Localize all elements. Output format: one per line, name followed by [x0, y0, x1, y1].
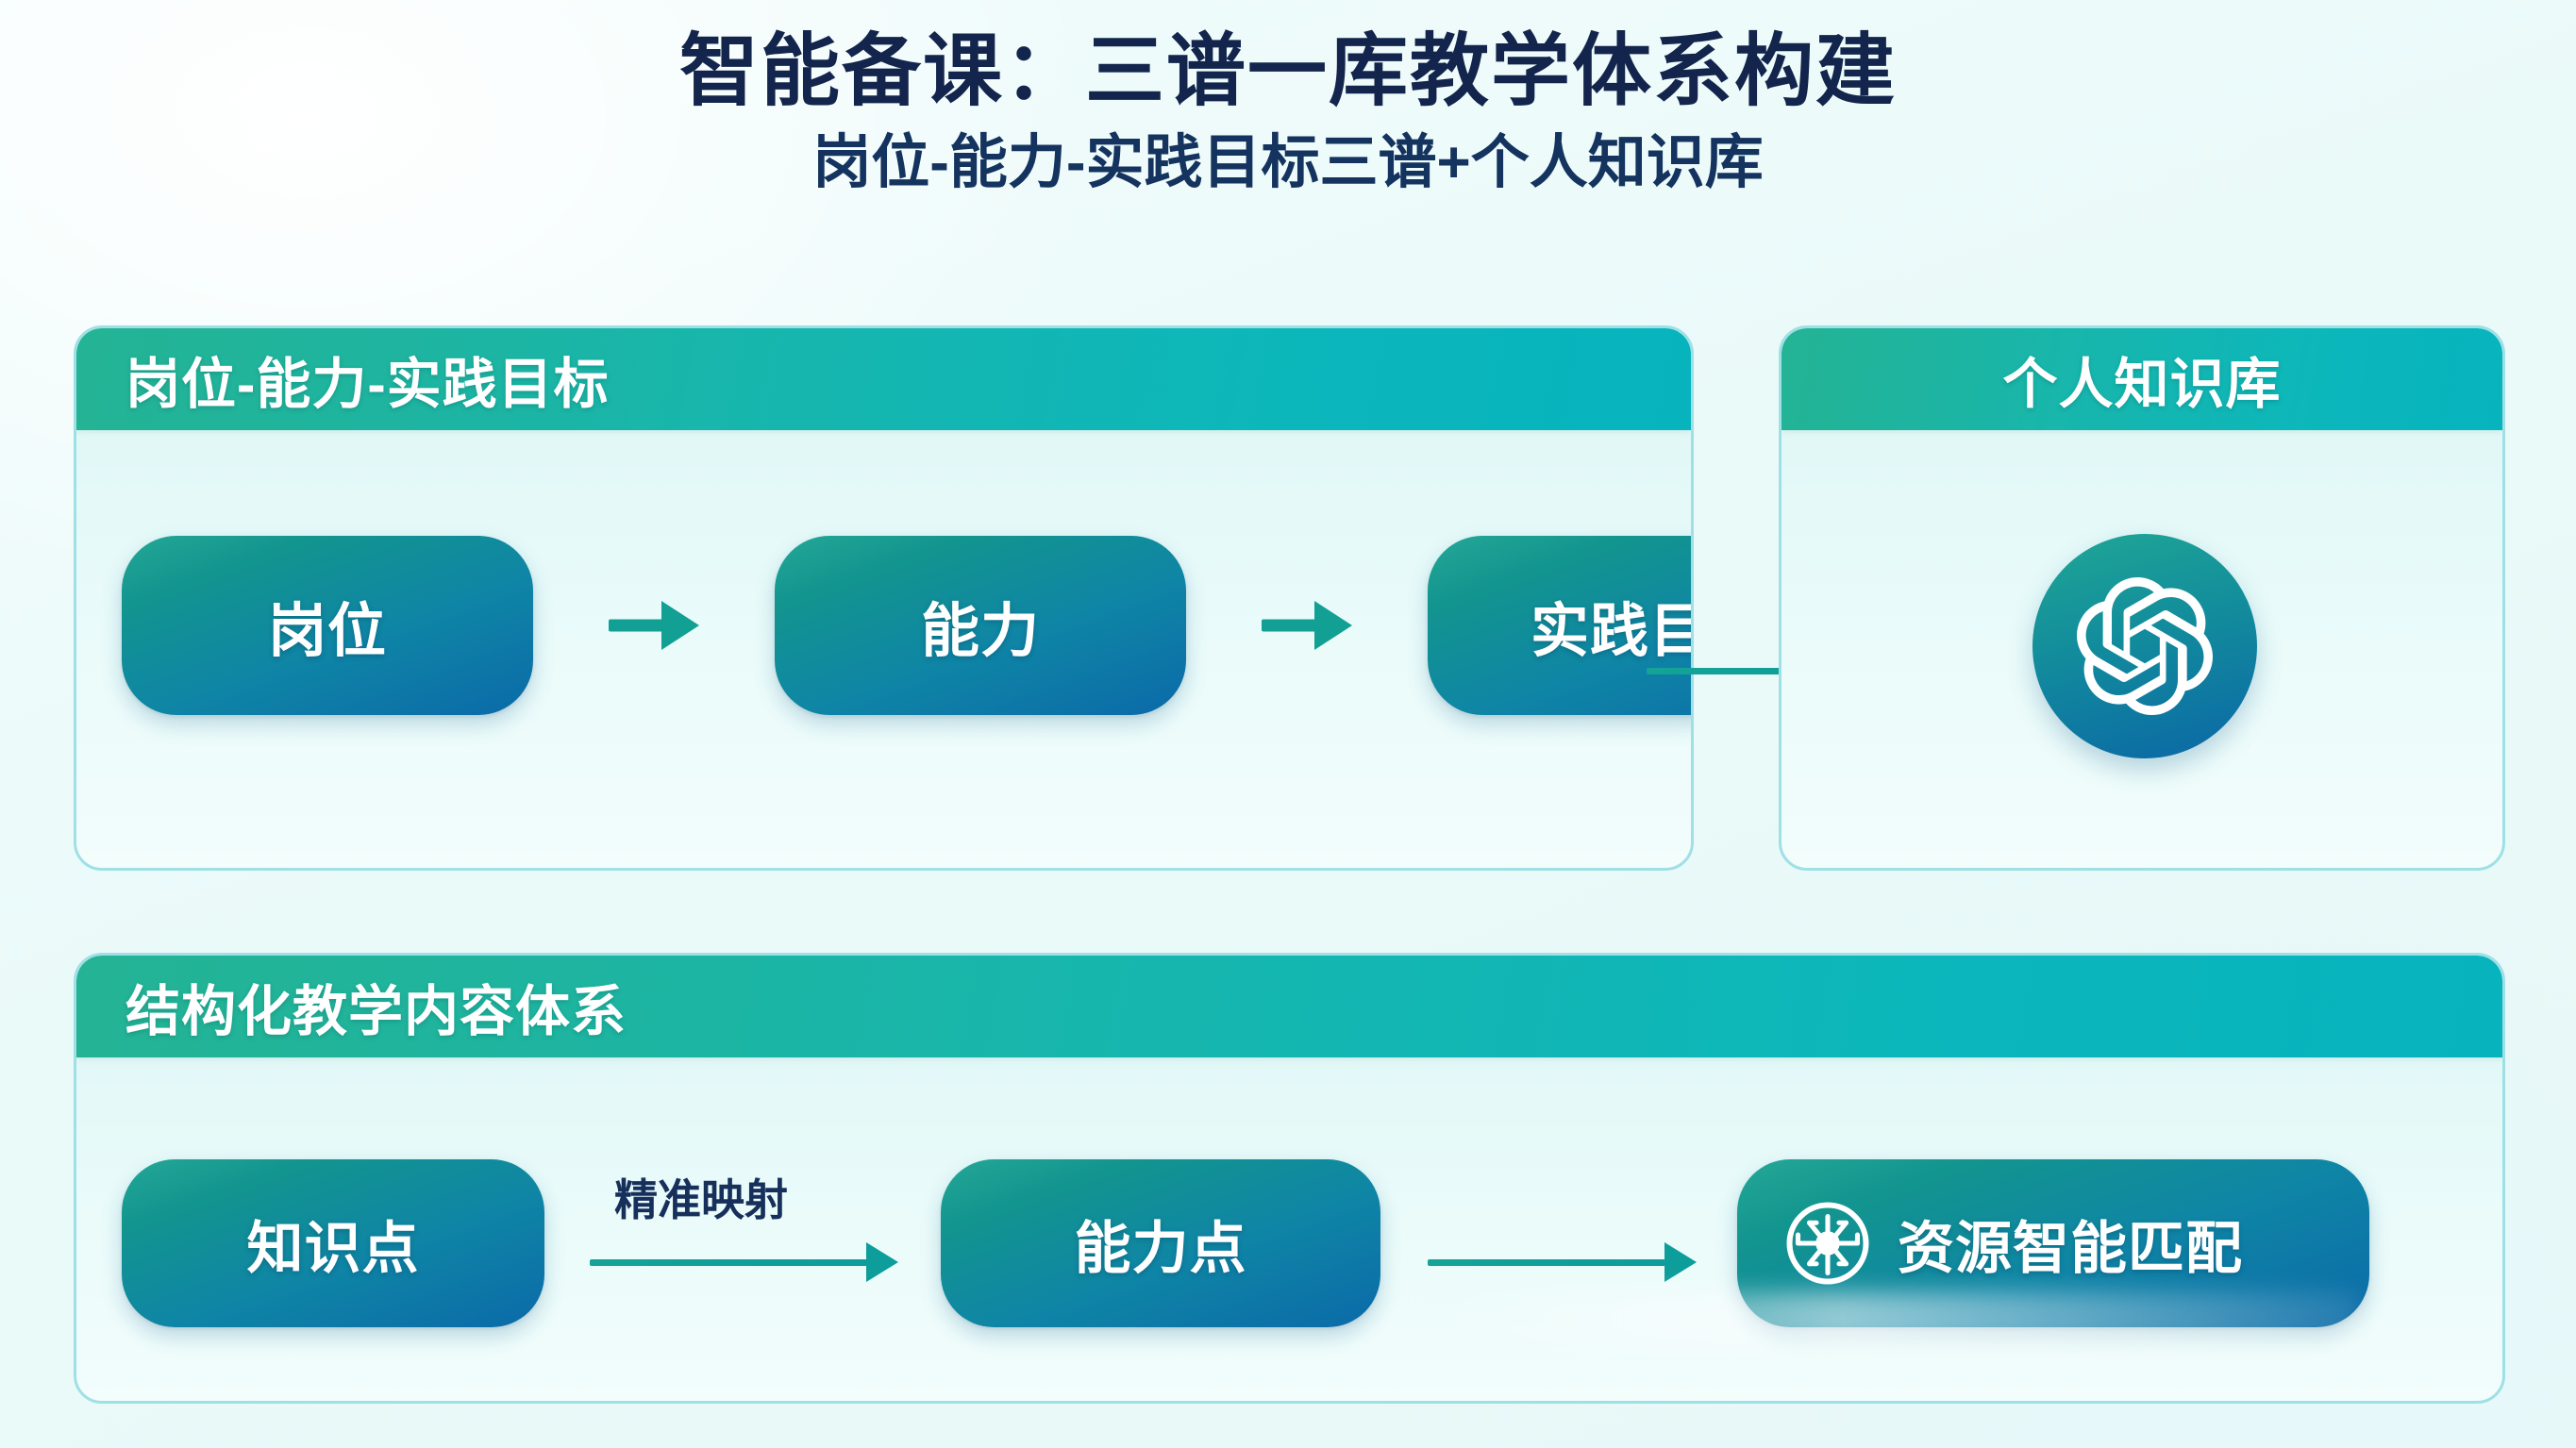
arrow-shaft — [609, 619, 667, 632]
structure-step-2-label: 能力点 — [1074, 1216, 1247, 1280]
card-knowledge-header-label: 个人知识库 — [2002, 354, 2282, 415]
card-structure-clip: 结构化教学内容体系 知识点 精准映射 能力点 — [76, 956, 2502, 1401]
card-knowledge-clip: 个人知识库 — [1781, 328, 2502, 868]
pipeline-flow-row: 岗位 能力 — [122, 536, 1691, 715]
structure-step-2[interactable]: 能力点 — [941, 1159, 1380, 1327]
arrow-shaft — [1262, 619, 1320, 632]
arrow-head — [1314, 601, 1352, 650]
result-arrow-head — [1664, 1242, 1697, 1282]
arrow-right-icon-2 — [1262, 601, 1352, 650]
mapping-arrow-group: 精准映射 — [544, 1159, 941, 1327]
title-block: 智能备课：三谱一库教学体系构建 岗位-能力-实践目标三谱+个人知识库 — [0, 26, 2576, 198]
pipeline-step-1[interactable]: 岗位 — [122, 536, 533, 715]
card-pipeline-header: 岗位-能力-实践目标 — [76, 328, 1691, 430]
pipeline-step-1-label: 岗位 — [267, 599, 387, 664]
mapping-arrow-icon — [590, 1242, 898, 1282]
card-pipeline-clip: 岗位-能力-实践目标 岗位 能力 — [76, 328, 1691, 868]
card-structure-header-label: 结构化教学内容体系 — [125, 981, 627, 1042]
openai-knot-icon — [2032, 534, 2257, 758]
structure-flow-row: 知识点 精准映射 能力点 — [122, 1159, 2369, 1327]
mapping-arrow-head — [866, 1242, 898, 1282]
pipeline-step-3[interactable]: 实践目标 — [1428, 536, 1691, 715]
result-arrow-shaft — [1428, 1258, 1665, 1266]
card-structure: 结构化教学内容体系 知识点 精准映射 能力点 — [74, 953, 2505, 1404]
card-structure-header: 结构化教学内容体系 — [76, 956, 2502, 1057]
pipeline-step-2[interactable]: 能力 — [775, 536, 1186, 715]
structure-step-3-label: 资源智能匹配 — [1898, 1216, 2243, 1280]
card-knowledge-base: 个人知识库 — [1779, 325, 2505, 871]
pipeline-step-2-label: 能力 — [920, 599, 1040, 664]
page-title: 智能备课：三谱一库教学体系构建 — [678, 26, 1897, 115]
ai-chip-circle-icon — [1782, 1198, 1873, 1289]
result-arrow-group — [1380, 1159, 1737, 1327]
mapping-label: 精准映射 — [614, 1175, 788, 1224]
mapping-arrow-shaft — [590, 1258, 867, 1266]
card-knowledge-header: 个人知识库 — [1781, 328, 2502, 430]
card-pipeline-header-label: 岗位-能力-实践目标 — [125, 354, 610, 415]
page-subtitle: 岗位-能力-实践目标三谱+个人知识库 — [812, 130, 1764, 196]
arrow-right-icon — [609, 601, 699, 650]
card-pipeline: 岗位-能力-实践目标 岗位 能力 — [74, 325, 1694, 871]
structure-step-1[interactable]: 知识点 — [122, 1159, 544, 1327]
structure-step-3[interactable]: 资源智能匹配 — [1737, 1159, 2369, 1327]
pipeline-step-3-label: 实践目标 — [1530, 599, 1691, 664]
arrow-head — [661, 601, 699, 650]
result-arrow-icon — [1428, 1242, 1697, 1282]
structure-step-1-label: 知识点 — [246, 1216, 420, 1280]
